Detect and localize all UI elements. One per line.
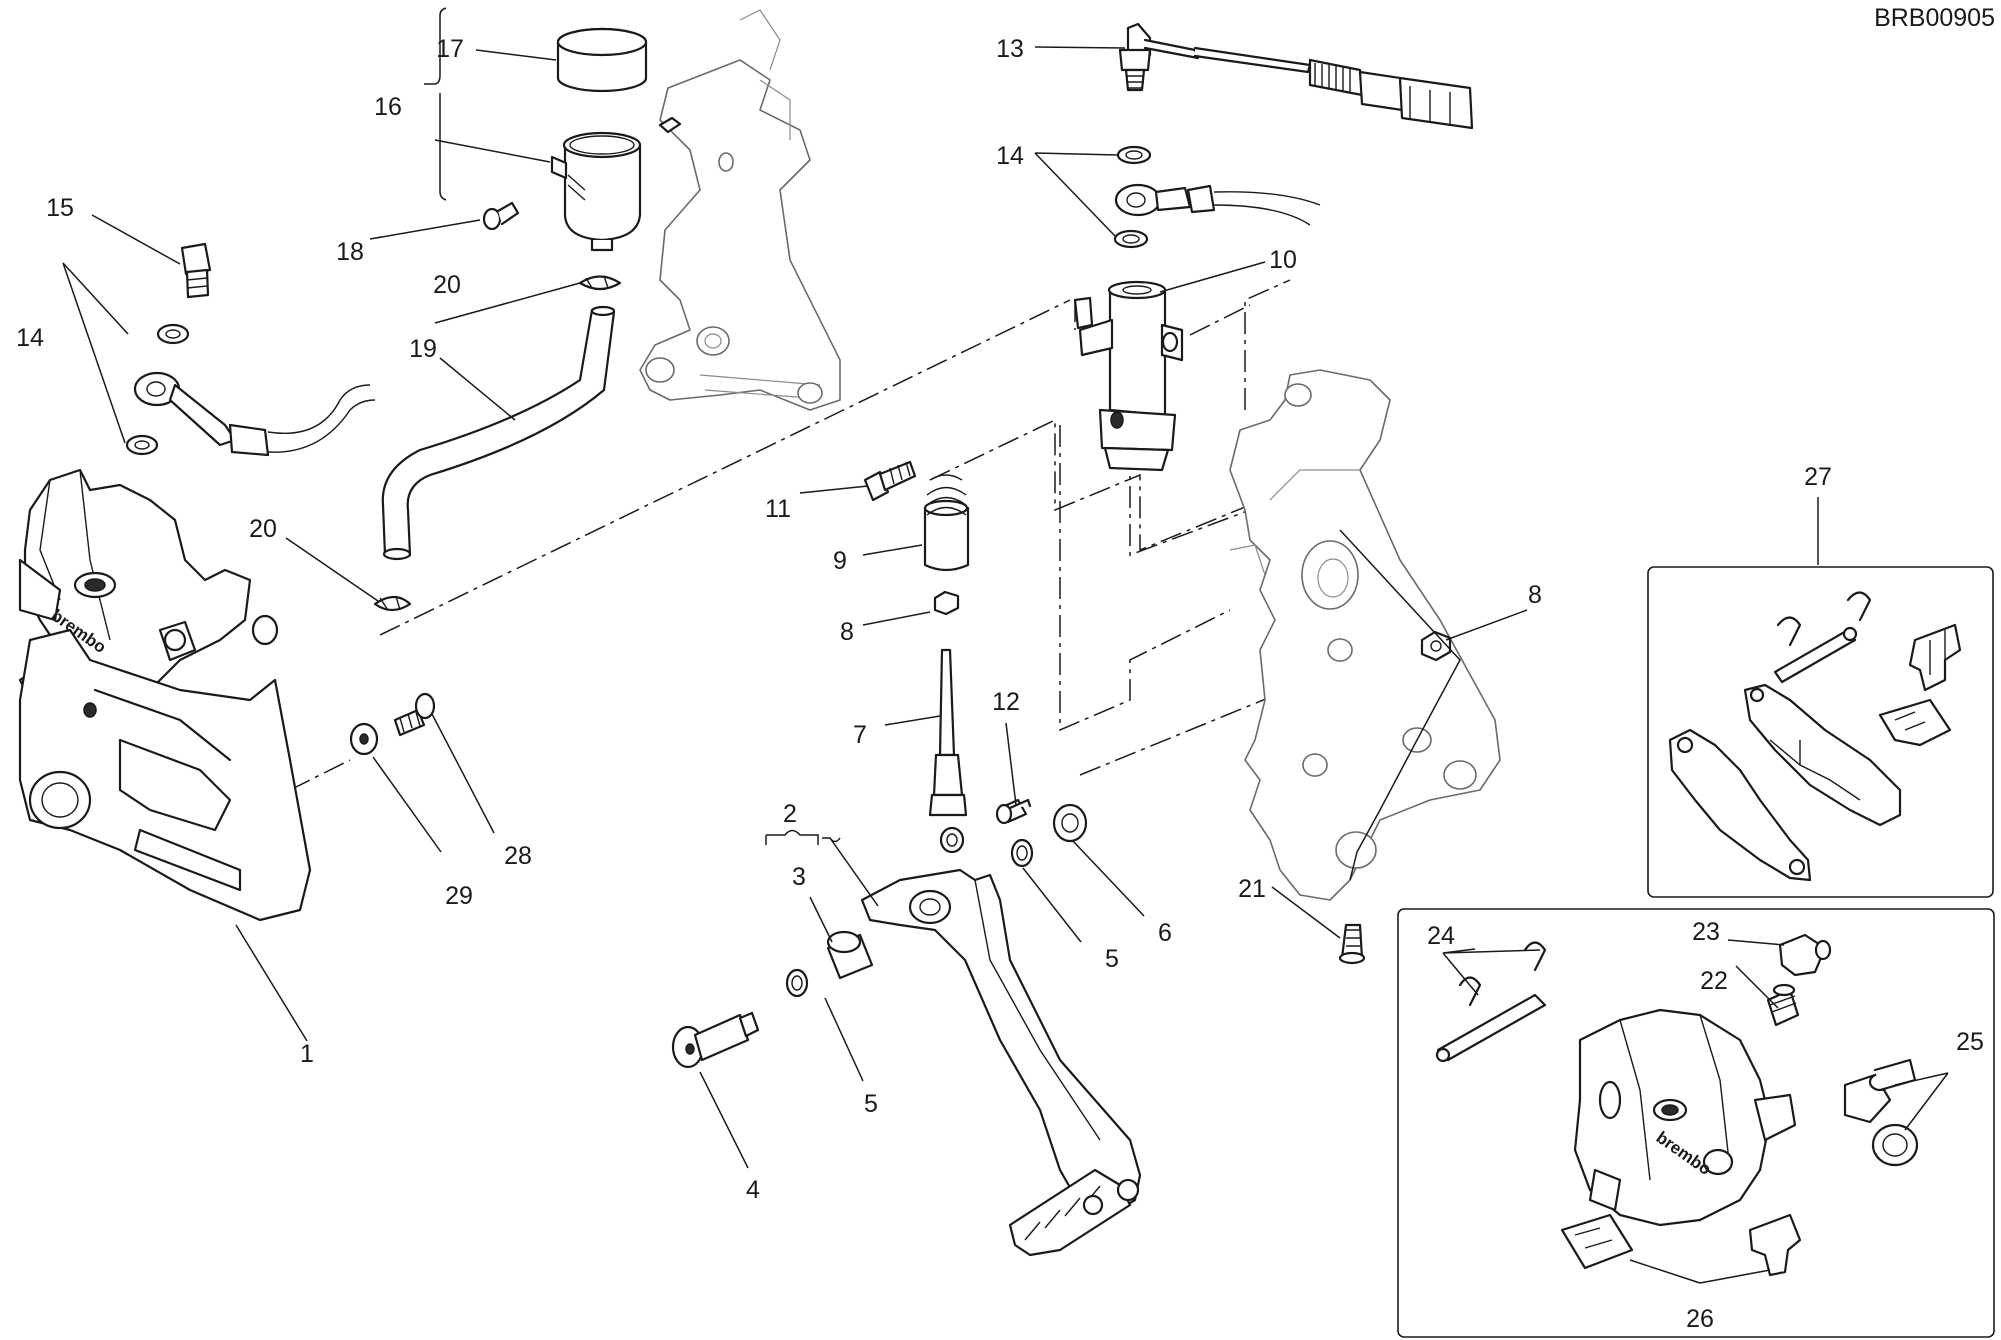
callout-25: 25 bbox=[1956, 1028, 1984, 1056]
callout-17: 17 bbox=[436, 35, 464, 63]
callout-3: 3 bbox=[792, 863, 806, 891]
bleeder-cap bbox=[1778, 933, 1832, 977]
callout-12: 12 bbox=[992, 688, 1020, 716]
caliper-kit-box: brembo bbox=[1397, 908, 1995, 1338]
callout-28: 28 bbox=[504, 842, 532, 870]
callout-5-right: 5 bbox=[1105, 945, 1119, 973]
pushrod bbox=[928, 648, 968, 854]
pad-kit-box bbox=[1647, 566, 1994, 898]
callout-15: 15 bbox=[46, 194, 74, 222]
callout-2: 2 bbox=[783, 800, 797, 828]
drawing-code: BRB00905 bbox=[1874, 4, 1995, 32]
brake-light-switch bbox=[1118, 22, 1474, 130]
hose-clamp-upper bbox=[578, 275, 622, 291]
callout-21: 21 bbox=[1238, 875, 1266, 903]
callout-19: 19 bbox=[409, 335, 437, 363]
callout-13: 13 bbox=[996, 35, 1024, 63]
brake-pedal bbox=[860, 868, 1142, 1257]
callout-20-lower: 20 bbox=[249, 515, 277, 543]
callout-7: 7 bbox=[853, 721, 867, 749]
callout-8-right: 8 bbox=[1528, 581, 1542, 609]
callout-4: 4 bbox=[746, 1176, 760, 1204]
callout-27: 27 bbox=[1804, 463, 1832, 491]
master-cylinder-bolt bbox=[863, 460, 917, 502]
caliper-bracket bbox=[18, 614, 312, 922]
banjo-bolt bbox=[180, 242, 212, 299]
reservoir-cap bbox=[556, 27, 648, 93]
caliper-kit-frame bbox=[1397, 908, 1995, 1338]
callout-8-left: 8 bbox=[840, 618, 854, 646]
banjo-washers-left bbox=[125, 323, 190, 456]
callout-numbers: 1 2 3 4 5 5 6 7 8 8 9 10 11 12 13 14 14 … bbox=[16, 35, 1984, 1333]
caliper-bolt-and-bush bbox=[1843, 1058, 1919, 1167]
rear-master-cylinder bbox=[1073, 280, 1184, 472]
callout-22: 22 bbox=[1700, 967, 1728, 995]
reservoir-screw bbox=[482, 201, 520, 231]
pad-kit-frame bbox=[1647, 566, 1994, 898]
brake-line-left bbox=[133, 371, 376, 457]
pedal-spacer-washer bbox=[1052, 803, 1088, 843]
frame-plate bbox=[1229, 369, 1501, 901]
callout-16: 16 bbox=[374, 93, 402, 121]
callout-1: 1 bbox=[300, 1040, 314, 1068]
pedal-pivot-pin bbox=[671, 1011, 760, 1069]
rear-brake-caliper: brembo bbox=[18, 468, 252, 722]
callout-11: 11 bbox=[765, 495, 791, 523]
callout-14-left: 14 bbox=[16, 324, 44, 352]
callout-6: 6 bbox=[1158, 919, 1172, 947]
pushrod-spring bbox=[923, 474, 970, 572]
clevis-pin bbox=[995, 798, 1032, 825]
brake-fluid-reservoir bbox=[550, 116, 682, 252]
callout-20-upper: 20 bbox=[433, 271, 461, 299]
callout-18: 18 bbox=[336, 238, 364, 266]
reservoir-hose bbox=[381, 305, 616, 561]
bracket-screw bbox=[393, 692, 436, 737]
bracket-washer bbox=[349, 722, 379, 756]
callout-26: 26 bbox=[1686, 1305, 1714, 1333]
hose-clamp-lower bbox=[373, 595, 412, 612]
pushrod-nut bbox=[933, 590, 960, 616]
brake-line-right bbox=[1114, 183, 1321, 226]
pedal-washer-left bbox=[785, 968, 809, 998]
callout-5-left: 5 bbox=[864, 1090, 878, 1118]
banjo-washers-right bbox=[1113, 145, 1152, 249]
kit-pad-springs bbox=[1560, 1213, 1802, 1277]
callout-10: 10 bbox=[1269, 246, 1297, 274]
callout-29: 29 bbox=[445, 882, 473, 910]
assembly-lines bbox=[289, 279, 1411, 791]
callout-9: 9 bbox=[833, 547, 847, 575]
leader-lines bbox=[62, 7, 1949, 1284]
pedal-bushing bbox=[826, 930, 874, 980]
callout-23: 23 bbox=[1692, 918, 1720, 946]
callout-24: 24 bbox=[1427, 922, 1455, 950]
callout-14-right: 14 bbox=[996, 142, 1024, 170]
pedal-washer-right bbox=[1010, 838, 1034, 868]
bleeder-valve bbox=[1766, 983, 1800, 1027]
mounting-bolt bbox=[1338, 923, 1366, 965]
frame-bracket bbox=[639, 9, 841, 411]
